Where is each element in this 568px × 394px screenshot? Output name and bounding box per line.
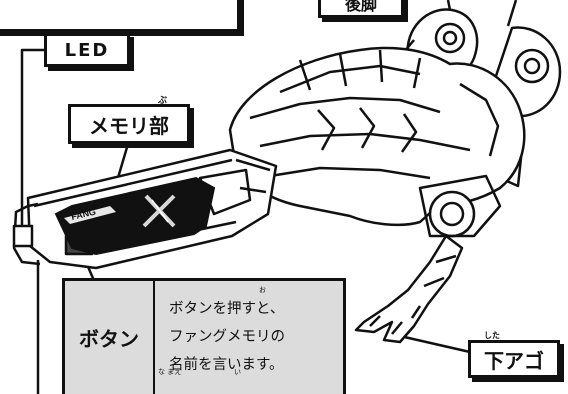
memory-part-ruby: ぶ [158, 96, 168, 106]
furigana-push: お [259, 286, 266, 294]
button-description-cell: ボタンを押すと、 ファングメモリの 名前を言います。 [155, 281, 343, 394]
lower-jaw-ruby: した [484, 331, 500, 340]
lower-jaw-label: 下アゴ [468, 340, 560, 378]
top-frame-fragment [0, 0, 240, 32]
description-line-3: 名前を言います。 [169, 357, 284, 373]
body-outline [228, 46, 526, 227]
lower-jaw [354, 234, 464, 344]
furigana-say: い [234, 368, 241, 376]
led-label-text: LED [64, 39, 110, 61]
description-line-2: ファングメモリの [169, 329, 285, 345]
hind-leg-leader-b [506, 0, 518, 27]
memory-window: FANG [54, 176, 216, 256]
furigana-name: な まえ [158, 368, 182, 376]
button-info-table: ボタン ボタンを押すと、 ファングメモリの 名前を言います。 [62, 278, 346, 394]
description-line-1: ボタンを押すと、 [169, 301, 285, 317]
led-lens [12, 224, 34, 248]
memory-part-label-text: メモリ部 [89, 113, 169, 138]
lower-jaw-label-text: 下アゴ [484, 348, 544, 373]
led-label: LED [44, 33, 130, 67]
button-name-cell: ボタン [65, 281, 155, 394]
button-name: ボタン [79, 327, 139, 351]
memory-part-label: メモリ部 [68, 104, 190, 144]
hind-leg-label-text: 後脚 [344, 0, 377, 14]
led-leader-line [20, 48, 44, 235]
lower-jaw-leader-line [399, 334, 471, 354]
hind-leg-label: 後脚 [318, 0, 404, 18]
